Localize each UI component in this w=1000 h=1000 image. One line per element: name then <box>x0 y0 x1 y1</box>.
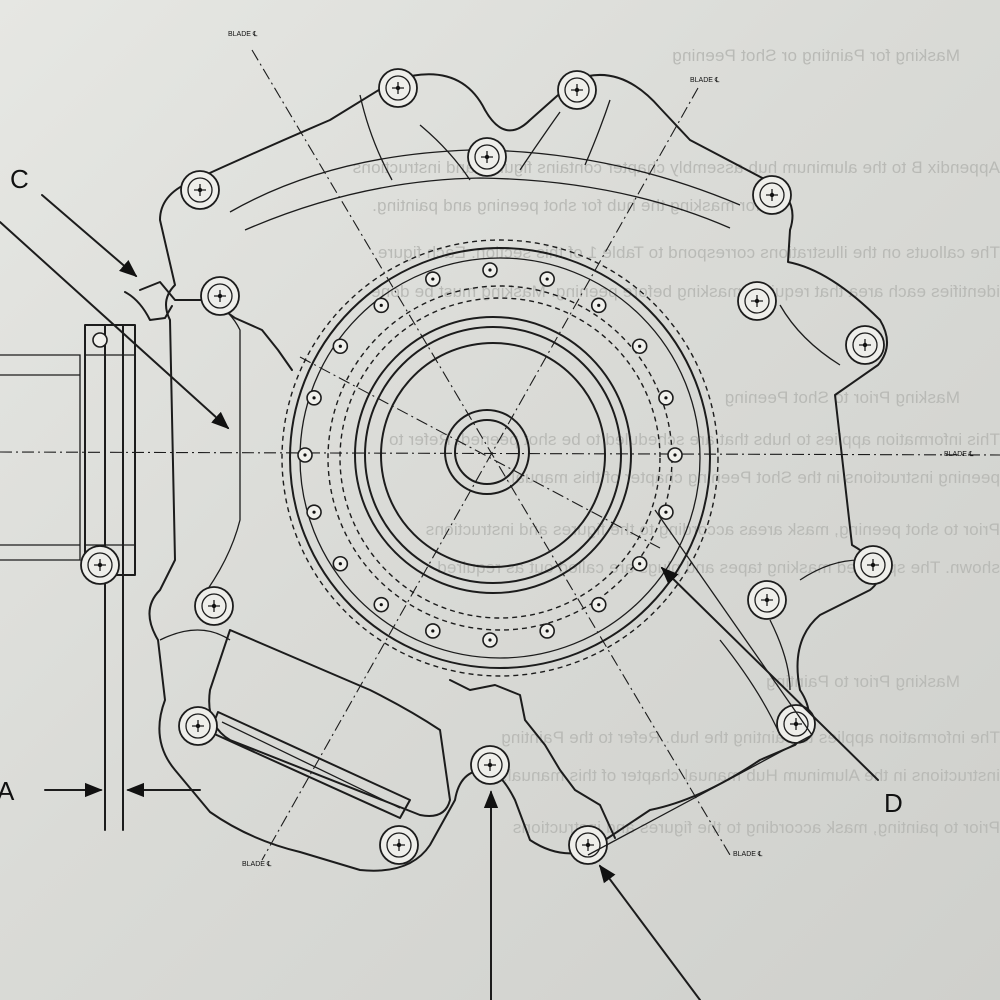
hub-flange-dashed-outer <box>281 239 719 677</box>
right-lower-web <box>719 639 781 736</box>
fastener-boss <box>845 325 885 365</box>
fastener-boss <box>467 137 507 177</box>
bore-outer <box>354 316 632 594</box>
flange-bolt-hole <box>373 297 390 314</box>
right-fin-bottom <box>769 619 791 691</box>
flange-bolt-holes <box>297 262 683 648</box>
fastener-boss <box>180 170 220 210</box>
flange-bolt-hole <box>482 632 498 648</box>
flange-bolt-hole <box>425 623 441 639</box>
flange-bolt-hole <box>539 271 555 287</box>
blade-label-bottom-left: BLADE ℄ <box>242 861 272 868</box>
flange-bolt-hole <box>590 596 607 613</box>
blade-label-right: BLADE ℄ <box>944 451 974 458</box>
blade-label-bottom-right: BLADE ℄ <box>733 851 763 858</box>
horizontal-centerline <box>0 451 1000 456</box>
blade-centerline-a <box>251 49 731 856</box>
fastener-boss <box>378 68 418 108</box>
fastener-boss <box>470 745 510 785</box>
callout-d: D <box>884 788 903 818</box>
fastener-boss <box>568 825 608 865</box>
blade-centerlines <box>0 49 1000 861</box>
flange-bolt-hole <box>658 390 674 406</box>
flange-bolt-hole <box>482 262 498 278</box>
flange-bolt-hole <box>539 623 555 639</box>
fastener-boss <box>379 825 419 865</box>
flange-bolt-hole <box>658 504 674 520</box>
fastener-boss <box>80 545 120 585</box>
dimension-line-d <box>587 734 813 856</box>
section-c-detail <box>124 291 173 321</box>
fastener-boss <box>747 580 787 620</box>
leader-lower-right <box>598 864 701 1000</box>
callout-c: C <box>10 164 29 194</box>
section-line <box>299 356 661 549</box>
callout-leaders <box>0 194 879 1000</box>
bore-mid <box>364 326 622 584</box>
flange-bolt-hole <box>306 504 322 520</box>
fastener-boss <box>853 545 893 585</box>
fastener-boss <box>776 704 816 744</box>
right-fin-upper <box>779 304 841 366</box>
fastener-boss <box>178 706 218 746</box>
break-line-lower <box>449 679 616 839</box>
upper-fin-left <box>359 94 393 181</box>
fastener-boss <box>194 586 234 626</box>
bore-inner <box>380 342 606 568</box>
blade-label-top-right: BLADE ℄ <box>690 77 720 84</box>
left-lower-curve <box>159 629 231 641</box>
flange-bolt-hole <box>306 390 322 406</box>
flange-bolt-hole <box>590 297 607 314</box>
flange-bolt-hole <box>631 338 648 355</box>
flange-bolt-hole <box>373 596 390 613</box>
flange-bolt-hole <box>297 447 313 463</box>
flange-bolt-hole <box>425 271 441 287</box>
fastener-boss <box>557 70 597 110</box>
upper-flange-inner <box>244 177 731 231</box>
hub-center-inner <box>454 419 520 485</box>
flange-bolt-hole <box>667 447 683 463</box>
blade-centerline-b <box>261 87 699 861</box>
fastener-boss <box>200 276 240 316</box>
lower-left-boss <box>208 629 451 819</box>
flange-bolt-hole <box>332 338 349 355</box>
fastener-boss <box>752 175 792 215</box>
upper-fin-right <box>584 99 611 166</box>
flange-bolt-hole <box>332 555 349 572</box>
flange-bolt-hole <box>631 555 648 572</box>
right-fin-lower <box>799 559 861 581</box>
bolt-circle-dashed-inner <box>339 297 661 619</box>
leader-c2 <box>0 221 230 430</box>
callout-a: A <box>0 776 15 806</box>
fastener-boss <box>737 281 777 321</box>
hub-flange-outer <box>289 247 711 669</box>
fastener-bosses <box>80 68 893 865</box>
leader-c <box>41 194 138 278</box>
central-hub <box>281 239 719 677</box>
upper-web-right <box>519 111 561 171</box>
upper-web-left <box>419 124 471 181</box>
hub-center-outer <box>444 409 530 495</box>
blade-label-top-left: BLADE ℄ <box>228 31 258 38</box>
